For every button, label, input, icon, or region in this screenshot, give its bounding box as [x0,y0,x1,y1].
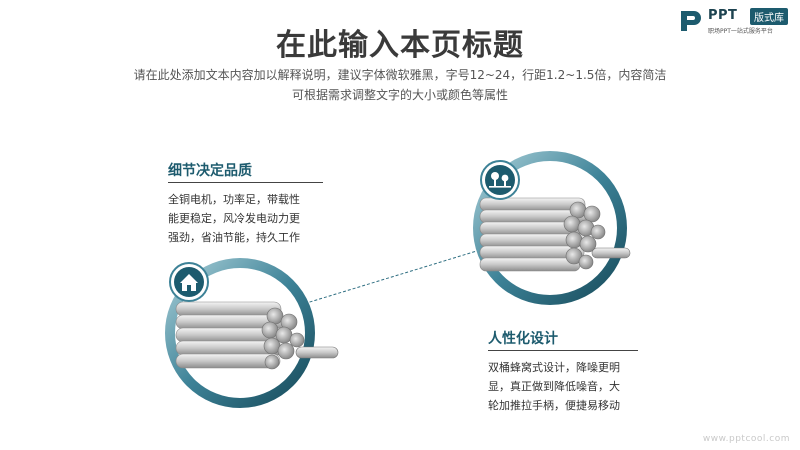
cable-bundle-right [479,197,631,272]
block-1-line: 能更稳定，风冷发电动力更 [168,212,300,225]
brand-logo: PPT 版式库 职场PPT一站式服务平台 [678,8,794,38]
brand-logo-icon [681,11,701,31]
block-1-divider [168,182,323,183]
brand-tagline: 职场PPT一站式服务平台 [708,28,773,35]
block-1-title[interactable]: 细节决定品质 [168,163,252,179]
block-2-line: 双桶蜂窝式设计，降噪更明 [488,361,620,374]
house-icon [180,274,198,291]
brand-name: PPT [708,8,738,23]
block-1-line: 强劲，省油节能，持久工作 [168,231,300,244]
subtitle-line-2[interactable]: 可根据需求调整文字的大小或颜色等属性 [291,88,508,102]
circle-left [165,258,339,408]
block-1-line: 全铜电机，功率足，带载性 [168,193,300,206]
block-2-line: 显，真正做到降低噪音，大 [488,380,620,393]
trees-icon [489,172,511,188]
block-2-line: 轮加推拉手柄，便捷易移动 [488,399,620,412]
block-2-text[interactable]: 双桶蜂窝式设计，降噪更明 显，真正做到降低噪音，大 轮加推拉手柄，便捷易移动 [488,358,658,415]
brand-badge: 版式库 [750,8,788,25]
block-2-title[interactable]: 人性化设计 [488,331,558,347]
block-2-divider [488,350,638,351]
footer-url: www.pptcool.com [702,434,790,444]
circle-right [473,151,631,305]
block-1-text[interactable]: 全铜电机，功率足，带载性 能更稳定，风冷发电动力更 强劲，省油节能，持久工作 [168,190,338,247]
subtitle-line-1[interactable]: 请在此处添加文本内容加以解释说明，建议字体微软雅黑，字号12~24，行距1.2~… [133,68,667,82]
page-title[interactable]: 在此输入本页标题 [276,28,524,63]
dashed-connector [299,249,481,306]
cable-bundle-left [175,301,339,370]
